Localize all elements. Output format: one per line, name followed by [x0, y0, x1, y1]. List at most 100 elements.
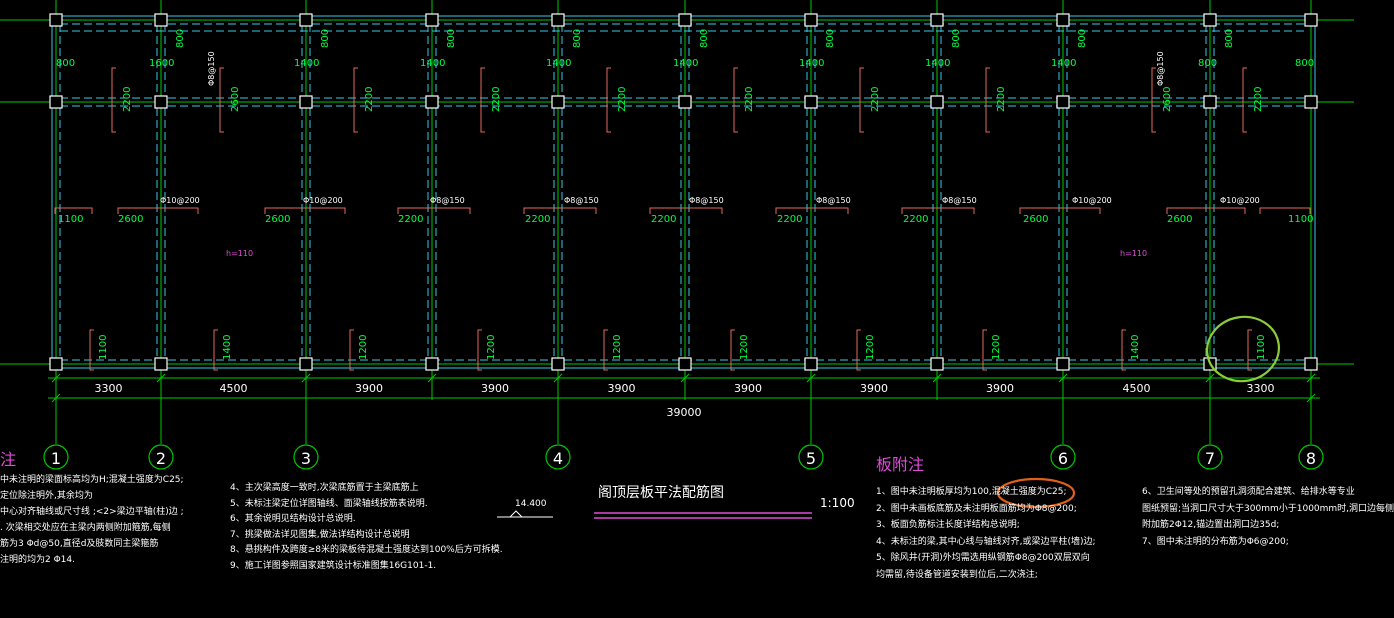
column: [551, 13, 565, 27]
top-rebar-length: 1400: [799, 58, 824, 69]
mid-rebar-length: 2200: [1253, 87, 1264, 112]
mid-rebar-bracket: [859, 67, 864, 133]
column: [49, 95, 63, 109]
bottom-rebar-length: 1200: [358, 335, 369, 360]
bottom-rebar-bracket: [89, 329, 94, 371]
dimension-tick: [1306, 373, 1316, 383]
span-rebar-length: 1100: [58, 214, 83, 225]
top-rebar-length: 800: [446, 29, 457, 48]
note-line: . 次梁相交处应在主梁内两侧附加箍筋,每侧: [0, 523, 171, 533]
column: [299, 13, 313, 27]
axis-label: 5: [806, 449, 816, 468]
column: [678, 357, 692, 371]
mid-rebar-bracket: [733, 67, 738, 133]
mid-rebar-length: 2200: [996, 87, 1007, 112]
note-line: 8、悬挑构件及跨度≥8米的梁板待混凝土强度达到100%后方可拆模.: [230, 545, 503, 555]
slab-thickness-label: h=110: [226, 249, 253, 258]
column: [154, 95, 168, 109]
dimension-tick: [553, 373, 563, 383]
slab-rebar-spec: Φ8@150: [942, 196, 977, 205]
dimension-tick: [51, 393, 61, 403]
top-rebar-length: 800: [1077, 29, 1088, 48]
span-rebar-bracket: [54, 207, 93, 214]
span-rebar-length: 2200: [903, 214, 928, 225]
bottom-rebar-length: 1100: [98, 335, 109, 360]
span-rebar-bracket: [775, 207, 849, 214]
span-rebar-length: 2200: [651, 214, 676, 225]
axis-label: 4: [553, 449, 563, 468]
column: [804, 95, 818, 109]
top-rebar-length: 800: [56, 58, 75, 69]
bottom-rebar-bracket: [1121, 329, 1126, 371]
bottom-rebar-bracket: [477, 329, 482, 371]
structural-plan-canvas: 8008001600800140080014008001400800140080…: [0, 0, 1354, 519]
span-rebar-length: 2200: [525, 214, 550, 225]
mid-rebar-length: 2200: [122, 87, 133, 112]
span-rebar-bracket: [117, 207, 199, 214]
span-rebar-bracket: [523, 207, 597, 214]
span-rebar-length: 2200: [777, 214, 802, 225]
column: [154, 13, 168, 27]
slab-rebar-spec: Φ10@200: [160, 196, 200, 205]
column: [551, 95, 565, 109]
column: [299, 357, 313, 371]
note-line: 注明的均为2 Φ14.: [0, 555, 75, 565]
axis-bubble: [1298, 444, 1324, 470]
axis-label: 1: [51, 449, 61, 468]
bay-span-dimension: 3300: [95, 382, 123, 395]
note-line: 6、卫生间等处的预留孔洞须配合建筑、给排水等专业: [1142, 487, 1355, 497]
elevation-symbol: [497, 510, 553, 518]
span-rebar-length: 2600: [118, 214, 143, 225]
column: [49, 357, 63, 371]
top-rebar-length: 800: [1224, 29, 1235, 48]
span-rebar-bracket: [264, 207, 346, 214]
note-line: 5、除风井(开洞)外均需选用纵钢筋Φ8@200双层双向: [876, 553, 1090, 563]
note-line: 7、图中未注明的分布筋为Φ6@200;: [1142, 536, 1289, 547]
dimension-tick: [1205, 373, 1215, 383]
note-line: 定位除注明外,其余均为: [0, 491, 93, 501]
top-rebar-length: 800: [572, 29, 583, 48]
bottom-rebar-length: 1200: [612, 335, 623, 360]
column: [425, 357, 439, 371]
column: [930, 95, 944, 109]
review-circle-markup: [1206, 315, 1280, 383]
axis-bubble: [545, 444, 571, 470]
note-line: 4、主次梁高度一致时,次梁底筋置于主梁底筋上: [230, 483, 419, 493]
top-rebar-length: 1400: [673, 58, 698, 69]
column: [678, 13, 692, 27]
top-rebar-length: 800: [1295, 58, 1314, 69]
bottom-rebar-length: 1200: [865, 335, 876, 360]
column: [1304, 13, 1318, 27]
bottom-rebar-length: 1200: [486, 335, 497, 360]
mid-rebar-length: 2200: [870, 87, 881, 112]
slab-thickness-label: h=110: [1120, 249, 1147, 258]
axis-bubble: [1050, 444, 1076, 470]
span-rebar-bracket: [397, 207, 471, 214]
axis-label: 7: [1205, 449, 1215, 468]
mid-rebar-length: 2600: [1162, 87, 1173, 112]
dimension-tick: [301, 373, 311, 383]
span-rebar-bracket: [1019, 207, 1101, 214]
column: [1056, 95, 1070, 109]
column: [1203, 95, 1217, 109]
bay-span-dimension: 3900: [860, 382, 888, 395]
span-rebar-length: 2600: [1023, 214, 1048, 225]
bottom-rebar-bracket: [1247, 329, 1252, 371]
span-rebar-length: 2600: [265, 214, 290, 225]
slab-rebar-spec: Φ10@200: [1220, 196, 1260, 205]
axis-bubble: [43, 444, 69, 470]
mid-rebar-bracket: [1151, 67, 1156, 133]
mid-rebar-bracket: [985, 67, 990, 133]
bottom-rebar-bracket: [603, 329, 608, 371]
drawing-title: 阁顶层板平法配筋图: [598, 484, 724, 501]
dimension-tick: [51, 373, 61, 383]
column: [1304, 357, 1318, 371]
note-line: 中未注明的梁面标高均为H;混凝土强度为C25;: [0, 475, 184, 485]
top-rebar-length: 800: [951, 29, 962, 48]
elevation-label: 14.400: [515, 499, 547, 509]
bay-span-dimension: 3300: [1247, 382, 1275, 395]
top-rebar-length: 1400: [925, 58, 950, 69]
column: [299, 95, 313, 109]
dimension-tick: [1306, 393, 1316, 403]
